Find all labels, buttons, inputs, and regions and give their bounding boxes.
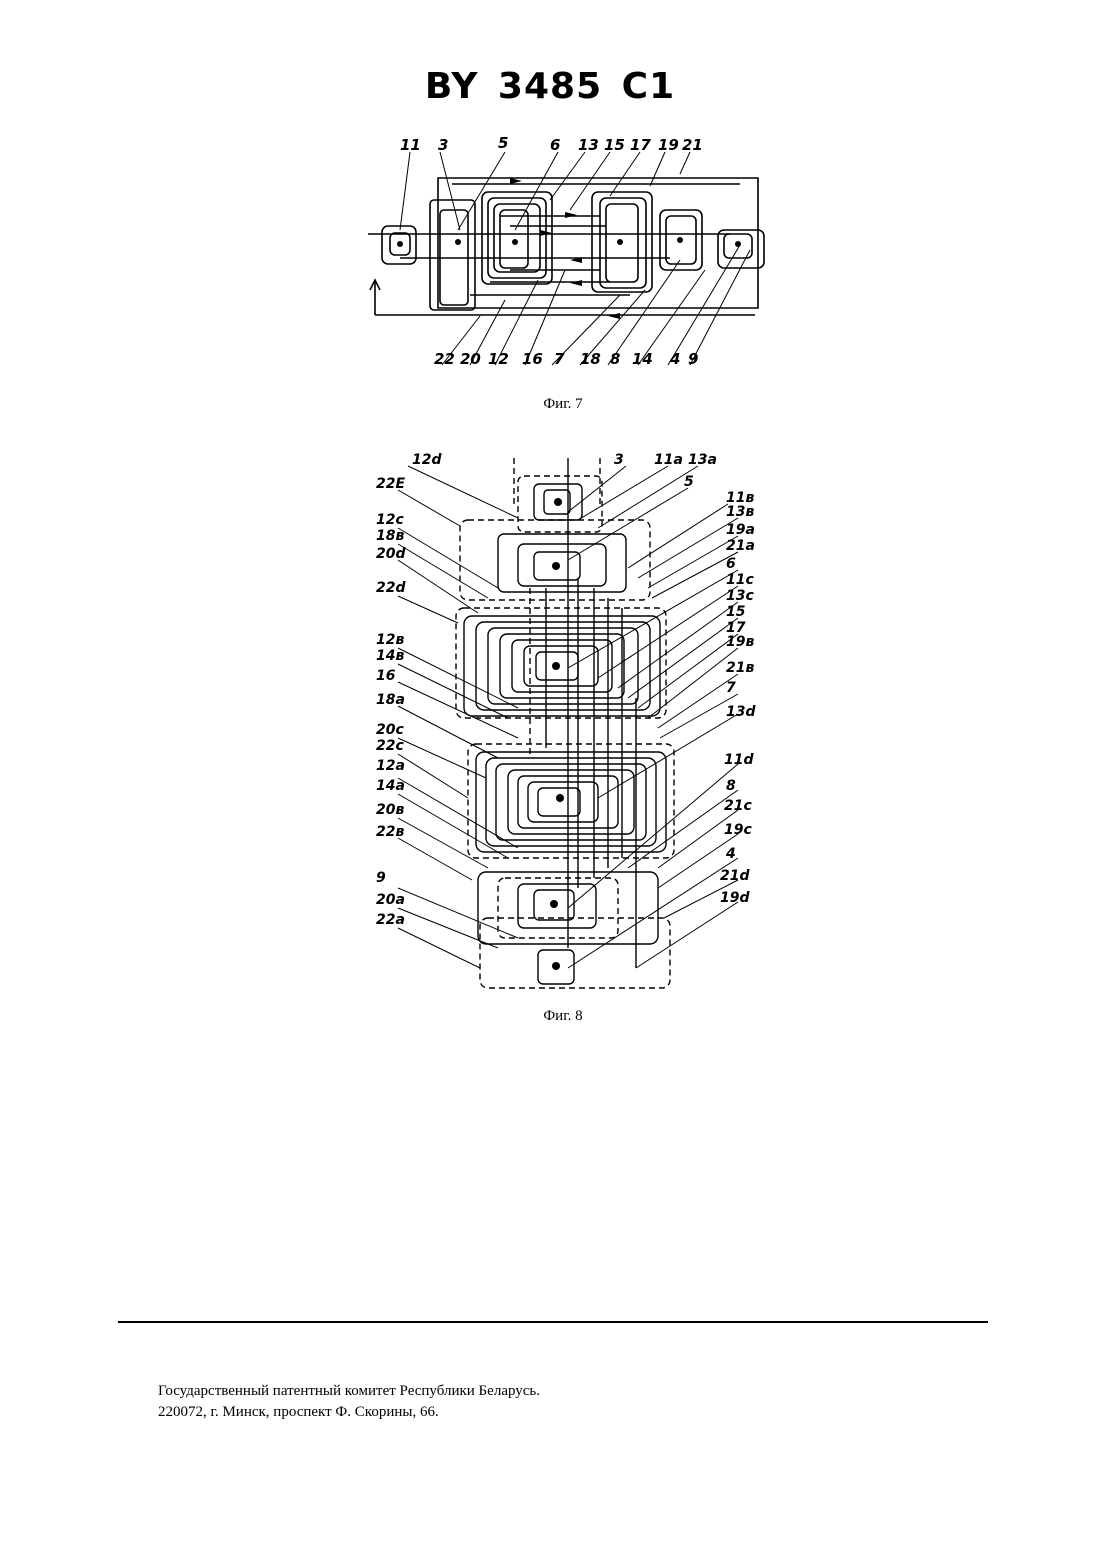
- fig8-label: 22a: [376, 912, 405, 928]
- fig7-label: 14: [632, 350, 653, 368]
- footer-line-2: 220072, г. Минск, проспект Ф. Скорины, 6…: [158, 1402, 540, 1423]
- fig8-label: 11a: [654, 452, 683, 468]
- fig8-label: 18a: [376, 692, 405, 708]
- figure-8-drawing: 12d 22E 12c 18в 20d 22d 12в 14в 16 18a 2…: [368, 448, 768, 998]
- fig7-label: 15: [604, 136, 625, 154]
- fig8-label: 11c: [726, 572, 754, 588]
- fig8-label: 6: [726, 556, 736, 572]
- fig7-label: 11: [400, 136, 421, 154]
- fig8-label: 4: [725, 846, 736, 862]
- fig8-label: 21a: [726, 538, 755, 554]
- fig7-label: 13: [578, 136, 599, 154]
- fig7-label: 4: [669, 350, 680, 368]
- fig7-label: 3: [438, 136, 448, 154]
- fig8-label: 18в: [376, 528, 404, 544]
- fig8-label: 21d: [720, 868, 750, 884]
- footer: Государственный патентный комитет Респуб…: [158, 1381, 540, 1423]
- footer-line-1: Государственный патентный комитет Респуб…: [158, 1381, 540, 1402]
- fig8-label: 19в: [726, 634, 754, 650]
- fig7-label: 20: [460, 350, 481, 368]
- fig7-label: 8: [610, 350, 620, 368]
- fig8-label: 13a: [688, 452, 717, 468]
- fig8-label: 19a: [726, 522, 755, 538]
- fig7-label: 18: [580, 350, 601, 368]
- fig8-label: 9: [376, 870, 386, 886]
- fig8-label: 22c: [376, 738, 404, 754]
- fig7-label: 19: [658, 136, 679, 154]
- figure-7-caption: Фиг. 7: [463, 396, 663, 413]
- fig8-label: 14в: [376, 648, 404, 664]
- fig8-label: 8: [726, 778, 736, 794]
- fig8-label: 3: [614, 452, 624, 468]
- figure-8-caption: Фиг. 8: [463, 1008, 663, 1025]
- fig8-label: 5: [684, 474, 694, 490]
- fig7-label: 6: [550, 136, 560, 154]
- fig8-label: 22d: [376, 580, 406, 596]
- fig8-label: 13c: [726, 588, 754, 604]
- fig7-label: 5: [498, 134, 508, 152]
- fig8-label: 19d: [720, 890, 750, 906]
- fig8-label: 7: [726, 680, 736, 696]
- fig7-label: 9: [688, 350, 698, 368]
- fig8-label: 20a: [376, 892, 405, 908]
- fig8-label: 12c: [376, 512, 404, 528]
- document-title: BY 3485 C1: [0, 66, 1100, 107]
- fig8-label: 12a: [376, 758, 405, 774]
- fig8-label: 12d: [412, 452, 442, 468]
- fig8-label: 22E: [376, 476, 405, 492]
- fig8-label: 12в: [376, 632, 404, 648]
- fig8-label: 11d: [724, 752, 754, 768]
- fig8-label: 21c: [724, 798, 752, 814]
- fig8-label: 22в: [376, 824, 404, 840]
- fig7-label: 22: [434, 350, 455, 368]
- fig8-label: 14a: [376, 778, 405, 794]
- figure-7-drawing: 11 3 5 6 13 15 17 19 21 22 20 12 16 7 18…: [360, 130, 780, 380]
- fig8-label: 13в: [726, 504, 754, 520]
- fig8-label: 16: [376, 668, 396, 684]
- fig8-label: 20c: [376, 722, 404, 738]
- fig8-label: 21в: [726, 660, 754, 676]
- fig8-label: 15: [726, 604, 746, 620]
- fig7-label: 21: [682, 136, 703, 154]
- fig7-label: 16: [522, 350, 543, 368]
- fig8-label: 20в: [376, 802, 404, 818]
- fig7-label: 7: [554, 350, 565, 368]
- fig7-label: 12: [488, 350, 509, 368]
- fig7-label: 17: [630, 136, 651, 154]
- fig8-label: 19c: [724, 822, 752, 838]
- footer-divider: [118, 1321, 988, 1323]
- fig8-label: 20d: [376, 546, 406, 562]
- fig8-label: 13d: [726, 704, 756, 720]
